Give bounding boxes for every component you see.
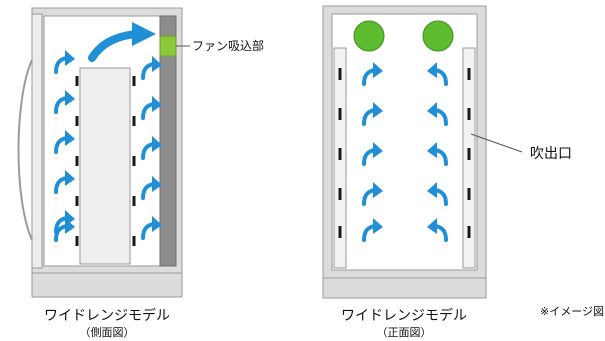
front-view-subcaption: （正面図） (377, 326, 432, 339)
fan-right (422, 20, 454, 52)
front-outlet-slots (338, 68, 471, 238)
door-handle (17, 59, 33, 241)
outlet-label: 吹出口 (530, 146, 572, 162)
side-outlet-slots (75, 76, 136, 246)
outlet-leader (470, 133, 523, 153)
fan-intake (159, 35, 177, 57)
front-view-caption: ワイドレンジモデル (341, 307, 467, 324)
side-view-subcaption: （側面図） (80, 326, 135, 339)
side-view-cabinet (17, 7, 183, 298)
side-view-caption: ワイドレンジモデル (44, 307, 170, 324)
image-note: ※イメージ図 (540, 305, 604, 318)
side-duct (159, 15, 177, 267)
fan-left (353, 20, 385, 52)
side-top-airflow-arrow (88, 22, 156, 62)
front-view-cabinet (322, 5, 487, 299)
fan-intake-label: ファン吸込部 (192, 38, 264, 53)
